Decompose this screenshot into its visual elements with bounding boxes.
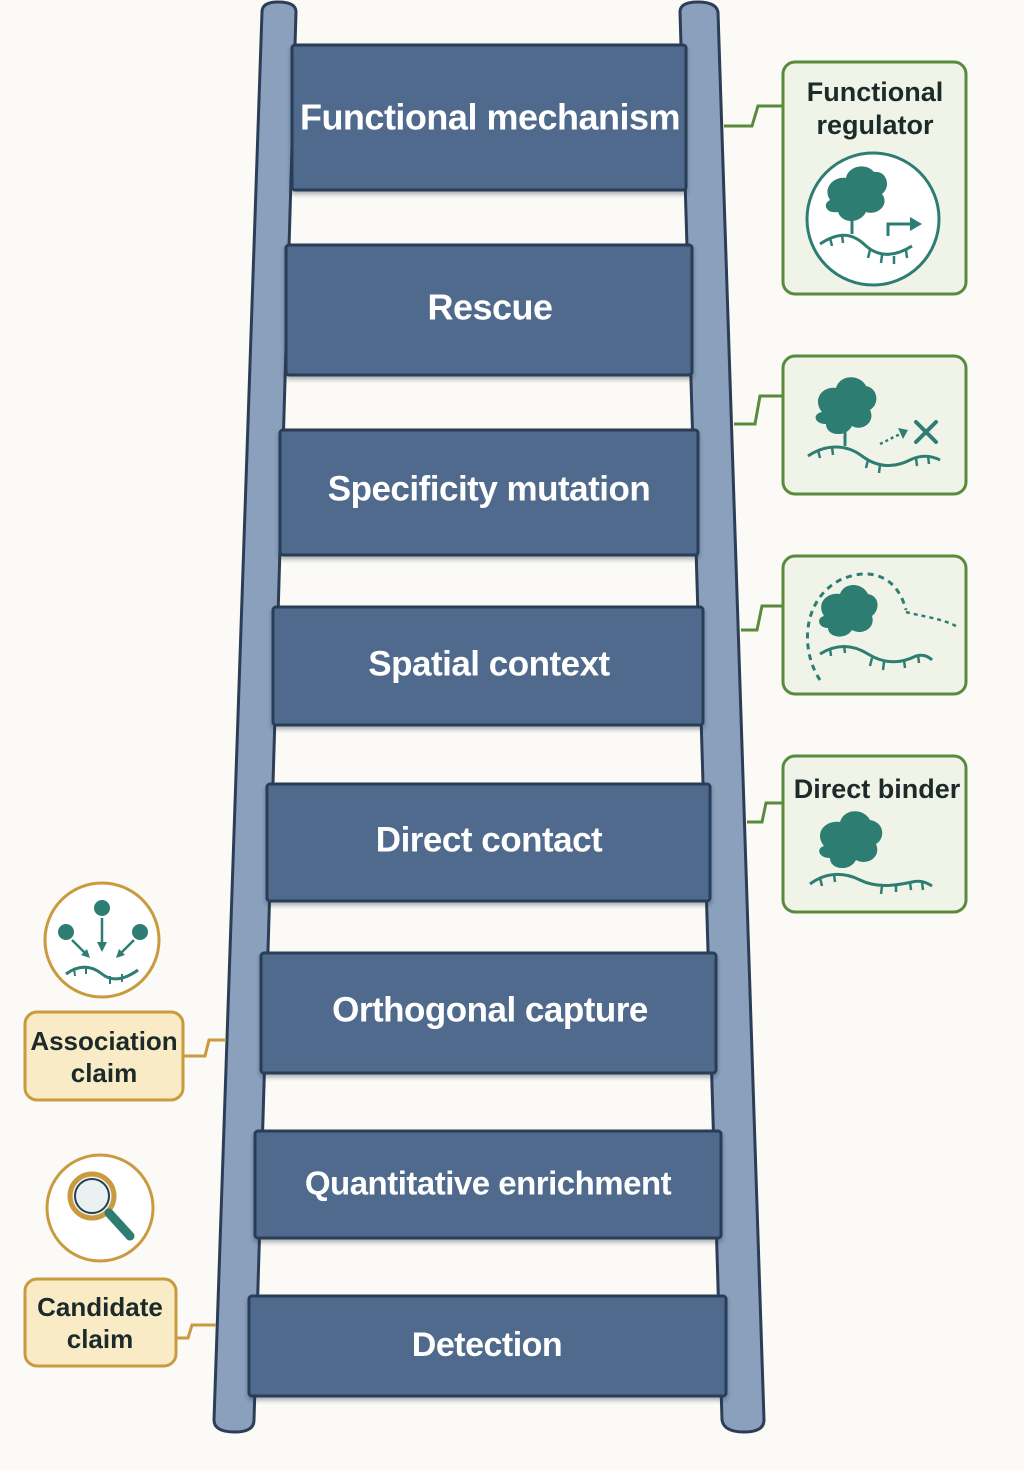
- card-spatial-context: [781, 554, 968, 696]
- protein-rna-mutation-x-icon: [807, 377, 941, 474]
- connector-mutation-card: [734, 394, 783, 426]
- rung-spatial-context: Spatial context: [271, 605, 705, 727]
- rung-label: Direct contact: [376, 821, 603, 860]
- connector-functional-regulator: [724, 104, 783, 128]
- card-title-line: Candidate: [37, 1292, 163, 1322]
- converging-arrows-rna-icon: [43, 881, 161, 999]
- card-candidate-claim: Candidate claim: [23, 1277, 178, 1368]
- card-title-line: Association: [30, 1026, 177, 1056]
- rung-label: Detection: [412, 1326, 562, 1364]
- rung-label: Rescue: [427, 287, 552, 328]
- rung-label: Orthogonal capture: [332, 991, 648, 1030]
- card-title-line: Functional: [807, 77, 944, 107]
- rung-direct-contact: Direct contact: [265, 782, 712, 903]
- magnifier-icon: [45, 1153, 155, 1263]
- rung-label: Functional mechanism: [300, 97, 680, 138]
- rung-orthogonal-capture: Orthogonal capture: [259, 951, 718, 1075]
- protein-rna-binding-icon: [809, 811, 933, 895]
- ladder-right-rail: [678, 0, 766, 1434]
- card-association-claim: Association claim: [23, 1010, 185, 1102]
- protein-rna-spatial-dashed-icon: [805, 572, 957, 681]
- rung-label: Specificity mutation: [328, 470, 651, 509]
- rung-functional-mechanism: Functional mechanism: [290, 43, 688, 192]
- connector-spatial-card: [741, 604, 783, 632]
- rung-quantitative-enrichment: Quantitative enrichment: [253, 1129, 723, 1240]
- card-title-line: Direct binder: [794, 774, 961, 804]
- rung-rescue: Rescue: [284, 243, 694, 377]
- connectors: [176, 104, 783, 1340]
- connector-direct-binder: [747, 801, 783, 824]
- rung-specificity-mutation: Specificity mutation: [278, 428, 700, 557]
- protein-rna-activation-icon: [805, 151, 941, 287]
- card-title-line: claim: [67, 1324, 134, 1354]
- ladder-left-rail: [212, 0, 298, 1434]
- ladder-rails: [212, 0, 766, 1434]
- card-title-line: claim: [71, 1058, 138, 1088]
- ladder-rungs: Functional mechanism Rescue Specificity …: [247, 43, 728, 1398]
- card-functional-regulator: Functional regulator: [781, 60, 968, 296]
- connector-association-claim: [183, 1038, 226, 1058]
- card-title-line: regulator: [816, 110, 934, 140]
- card-direct-binder: Direct binder: [781, 754, 968, 914]
- rung-label: Spatial context: [368, 645, 610, 684]
- rung-detection: Detection: [247, 1294, 728, 1398]
- connector-candidate-claim: [176, 1323, 216, 1340]
- rung-label: Quantitative enrichment: [305, 1165, 672, 1202]
- card-specificity-mutation: [781, 354, 968, 496]
